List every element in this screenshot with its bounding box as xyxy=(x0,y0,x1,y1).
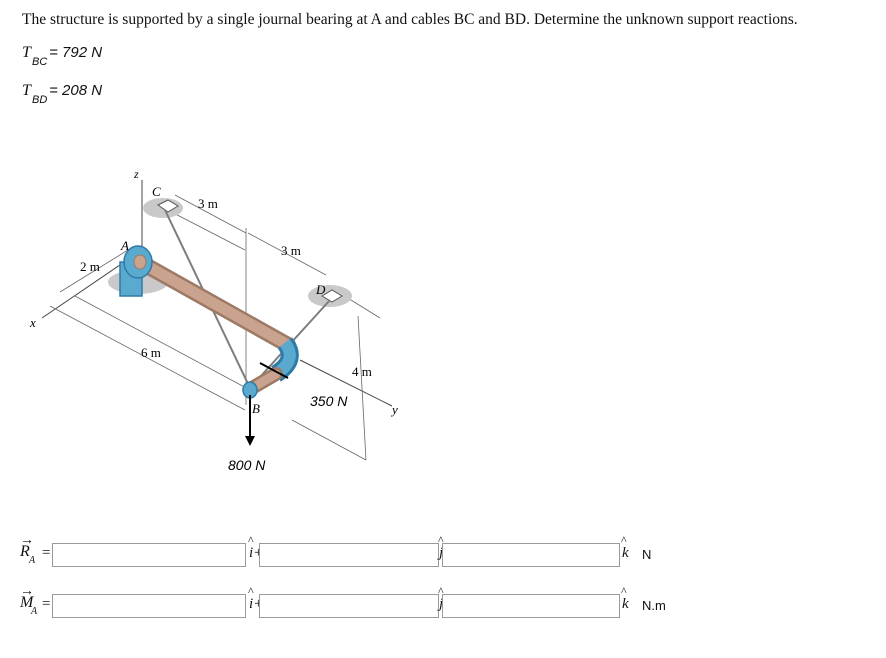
pipe-elbow xyxy=(270,337,299,382)
force-350-label: 350 N xyxy=(310,393,348,409)
pipe-highlight xyxy=(134,256,294,351)
y-axis xyxy=(299,359,393,407)
i-hat-unit: ^i+ xyxy=(248,584,263,612)
dim-3m-right: 3 m xyxy=(281,243,301,258)
given-subscript: BD xyxy=(32,94,48,106)
journal-bearing-a xyxy=(119,245,153,297)
structure-figure: z x y C A B D 3 xyxy=(29,167,398,473)
x-axis xyxy=(41,249,143,319)
dim-6m-line xyxy=(49,305,246,411)
i-hat-unit: ^i+ xyxy=(248,533,263,561)
moment-unit-label: N.m xyxy=(642,598,666,613)
point-b-label: B xyxy=(252,401,260,416)
given-tension-bc: T BC = 792 N xyxy=(22,44,103,68)
k-hat-unit: ^k xyxy=(621,584,629,612)
cable-bd xyxy=(249,299,331,389)
ref-line xyxy=(329,286,381,319)
pipe-highlight xyxy=(247,369,281,393)
equals-sign: = xyxy=(42,596,51,612)
ra-k-component-input[interactable] xyxy=(442,543,620,567)
anchor-c-plate xyxy=(157,199,179,213)
ra-i-component-input[interactable] xyxy=(52,543,246,567)
force-unit-label: N xyxy=(642,547,652,562)
ref-line xyxy=(291,419,367,461)
ref-line xyxy=(247,232,327,276)
given-value: = 208 N xyxy=(49,82,103,99)
ref-line xyxy=(174,194,247,234)
force-800-arrowhead xyxy=(245,436,255,446)
given-value: = 792 N xyxy=(49,44,103,61)
point-a-label: A xyxy=(120,238,129,253)
ma-k-component-input[interactable] xyxy=(442,594,620,618)
x-axis-label: x xyxy=(29,315,36,330)
dim-2m: 2 m xyxy=(80,259,100,274)
y-axis-label: y xyxy=(390,402,398,417)
anchor-d-shadow xyxy=(308,285,352,307)
given-tension-bd: T BD = 208 N xyxy=(22,82,103,106)
k-hat-unit: ^k xyxy=(621,533,629,561)
given-symbol: T xyxy=(22,82,31,99)
given-subscript: BC xyxy=(32,56,48,68)
ref-line xyxy=(74,295,251,391)
given-symbol: T xyxy=(22,44,31,61)
point-d-label: D xyxy=(315,282,326,297)
dim-6m: 6 m xyxy=(141,345,161,360)
dim-2m-line xyxy=(59,249,129,293)
force-350-arrow xyxy=(259,362,289,379)
point-b-cap xyxy=(242,381,258,399)
force-800-label: 800 N xyxy=(228,457,266,473)
pipe-segment xyxy=(245,367,283,395)
bearing-shadow xyxy=(108,270,168,294)
answer-row-ra: →RA = ^i+ ^j+ ^k N xyxy=(20,533,880,569)
dim-3m-top: 3 m xyxy=(198,196,218,211)
cable-bc xyxy=(164,209,251,389)
dim-4m-line xyxy=(357,315,367,461)
answer-row-ma: →MA = ^i+ ^j+ ^k N.m xyxy=(20,584,880,620)
anchor-c-shadow xyxy=(143,198,183,218)
equals-sign: = xyxy=(42,545,51,561)
ma-i-component-input[interactable] xyxy=(52,594,246,618)
pipe-elbow-highlight xyxy=(272,339,296,380)
ra-j-component-input[interactable] xyxy=(259,543,439,567)
question-text: The structure is supported by a single j… xyxy=(22,11,798,28)
ref-line xyxy=(157,204,246,251)
dim-4m: 4 m xyxy=(352,364,372,379)
ma-j-component-input[interactable] xyxy=(259,594,439,618)
anchor-d-plate xyxy=(321,289,343,303)
z-axis-label: z xyxy=(133,167,139,181)
pipe-segment xyxy=(132,254,296,353)
point-c-label: C xyxy=(152,184,161,199)
